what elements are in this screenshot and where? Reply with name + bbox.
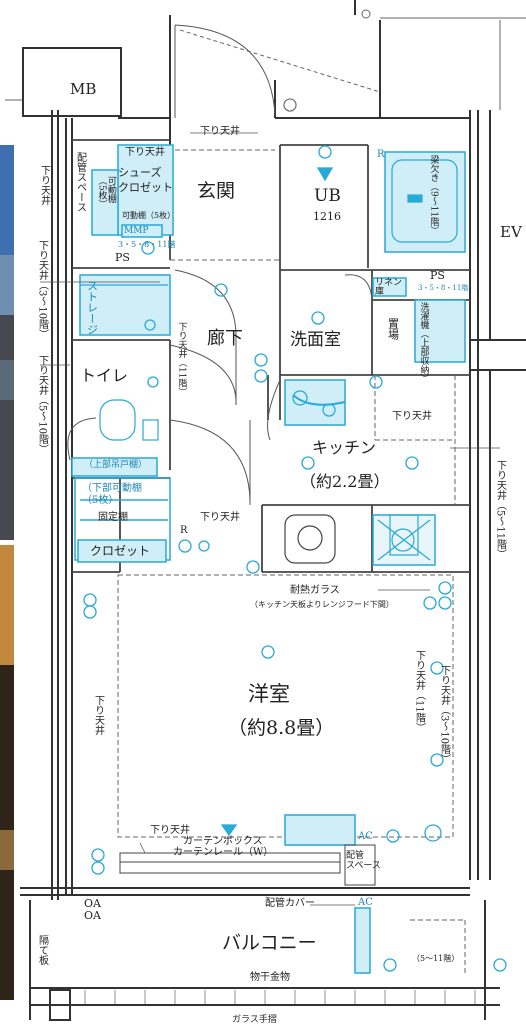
curtain-rail-label: カーテンレール（W）	[173, 847, 274, 858]
upper-storage-label: （上部吊戸棚）	[84, 460, 148, 470]
ps1-label: PS	[115, 251, 130, 264]
r1-label: R	[377, 149, 385, 160]
mb-label: MB	[70, 80, 97, 98]
pipe-cover-label: 配管カバー	[265, 898, 315, 909]
western-size-label: （約8.8畳）	[228, 717, 335, 739]
washroom-label: 洗面室	[290, 330, 341, 350]
hallway-label: 廊下	[207, 328, 243, 349]
oa1-label: OA	[84, 897, 101, 910]
oa2-label: OA	[84, 909, 101, 922]
ps2-note-label: 3・5・8・11階	[418, 284, 469, 292]
haikan-space-label: 配管スペース	[74, 152, 86, 212]
fixed-shelf-label: 固定棚	[98, 512, 128, 523]
fixture-details	[80, 159, 458, 564]
sagari-right1-label: 下り天井（11階）	[413, 650, 425, 733]
curtain-ceiling-label: 下り天井	[150, 825, 190, 836]
okiba-label: 置場	[386, 318, 400, 340]
closet-ceiling-label: 下り天井	[200, 512, 240, 523]
kitchen-size-label: （約2.2畳）	[300, 472, 390, 491]
toilet-label: トイレ	[80, 366, 129, 385]
photo-strip-left	[0, 145, 14, 1000]
western-room-label: 洋室	[248, 682, 290, 706]
genkan-label: 玄関	[197, 180, 236, 202]
entry-ceiling-label: 下り天井	[200, 126, 240, 137]
balcony-label: バルコニー	[222, 932, 317, 954]
electric-symbols	[83, 98, 507, 972]
floors-511-label: （5〜11階）	[412, 954, 460, 963]
haikan2-label: 配管 スペース	[346, 851, 381, 871]
storage-label: ストレージ	[85, 280, 99, 335]
shoes-top-label: 下り天井	[125, 147, 165, 158]
kitchen-ceiling-label: 下り天井	[392, 411, 432, 422]
sagari-left2-label: 下り天井（3〜10階）	[36, 240, 48, 340]
sagari-west-label: 下り天井	[92, 695, 104, 735]
ub-size-label: 1216	[313, 210, 341, 223]
curtain-box-label: カーテンボックス	[183, 836, 263, 847]
washer-label: 洗濯機（上部収納）	[418, 302, 429, 383]
structural-walls	[20, 0, 526, 1021]
kitchen-label: キッチン	[312, 438, 377, 457]
ac2-label: AC	[358, 897, 373, 908]
glass-rail-label: ガラス手摺	[232, 1015, 277, 1025]
closet-label: クロゼット	[90, 544, 151, 558]
clothes-label: 物干金物	[250, 972, 290, 983]
ac1-label: AC	[358, 831, 373, 842]
ub-label: UB	[314, 186, 341, 206]
mmp-label: MMP	[124, 226, 149, 236]
storage-ceiling-label: 下り天井（11階）	[176, 322, 187, 397]
corridor-outline	[5, 9, 526, 110]
doors	[67, 24, 373, 505]
sagari-right2-label: 下り天井（3〜10階）	[438, 665, 450, 765]
floors-note-label: 3・5・8・11階	[118, 240, 176, 249]
heat-glass-label: 耐熱ガラス	[290, 585, 340, 596]
movable-shelf-small-label: 可動棚（5枚）	[122, 211, 176, 220]
balcony-rail	[84, 990, 476, 1004]
r2-label: R	[180, 525, 188, 536]
partition-label: 隔て板	[36, 935, 48, 965]
shoes-closet-label: シューズ クロゼット	[118, 166, 173, 195]
ev-label: EV	[500, 223, 522, 241]
lower-shelf-label: （下部可動棚 （5枚）	[82, 483, 142, 506]
sagari-left-label: 下り天井	[38, 165, 50, 205]
ps2-label: PS	[430, 269, 445, 282]
linen-label: リネン庫	[375, 278, 403, 297]
sagari-right3-label: 下り天井（5〜11階）	[494, 460, 506, 560]
heat-glass-note-label: （キッチン天板よりレンジフード下間）	[250, 600, 394, 609]
curtain-box	[119, 844, 376, 886]
movable-shelf-label: 可動棚 （5枚）	[96, 176, 116, 209]
sagari-left3-label: 下り天井（5〜10階）	[36, 355, 48, 455]
leader-lines	[40, 132, 500, 906]
hari-label: 梁欠き（9〜11階）	[428, 155, 439, 236]
